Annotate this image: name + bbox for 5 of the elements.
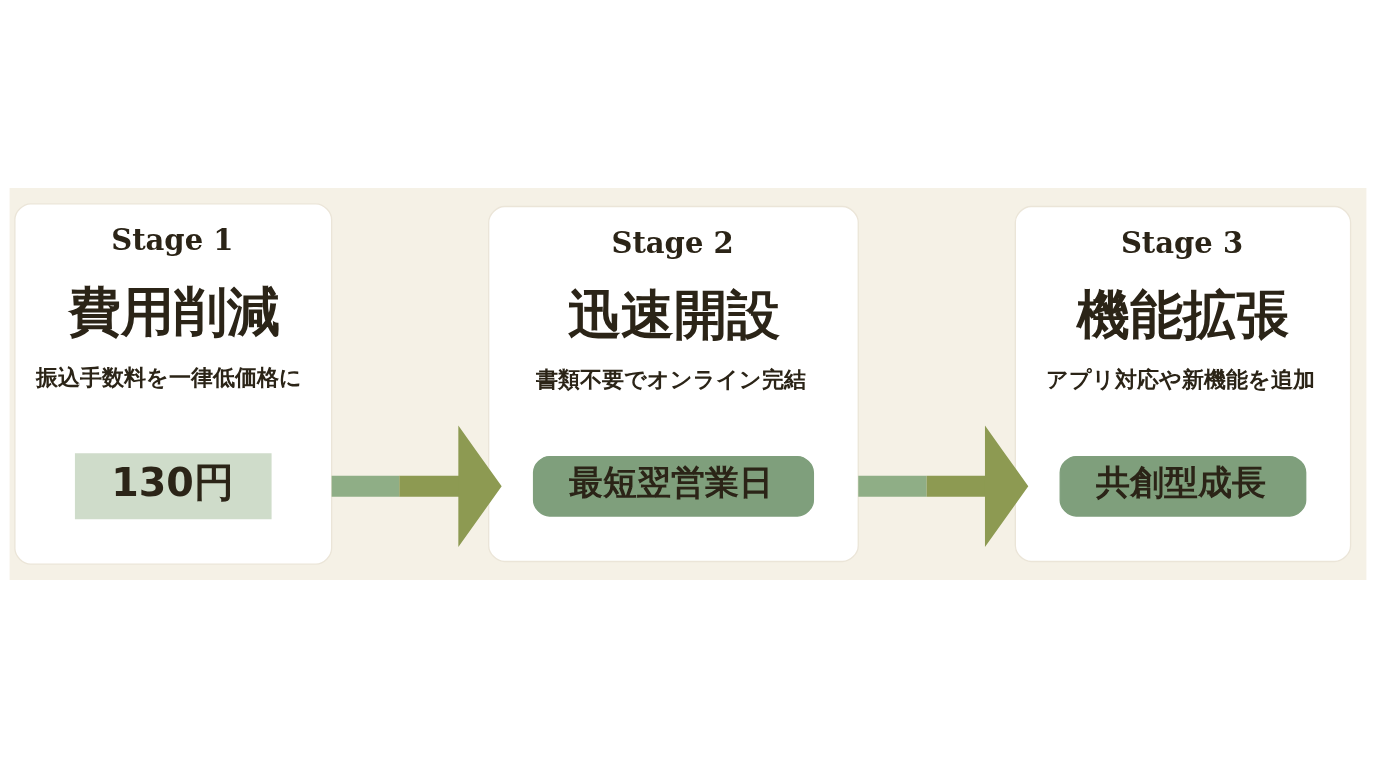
node-box: 最短翌営業日 — [532, 455, 815, 517]
arrow — [331, 425, 502, 547]
node-box: 共創型成長 — [1059, 455, 1307, 517]
arrow — [858, 425, 1029, 547]
node-box: 130円 — [74, 453, 272, 520]
